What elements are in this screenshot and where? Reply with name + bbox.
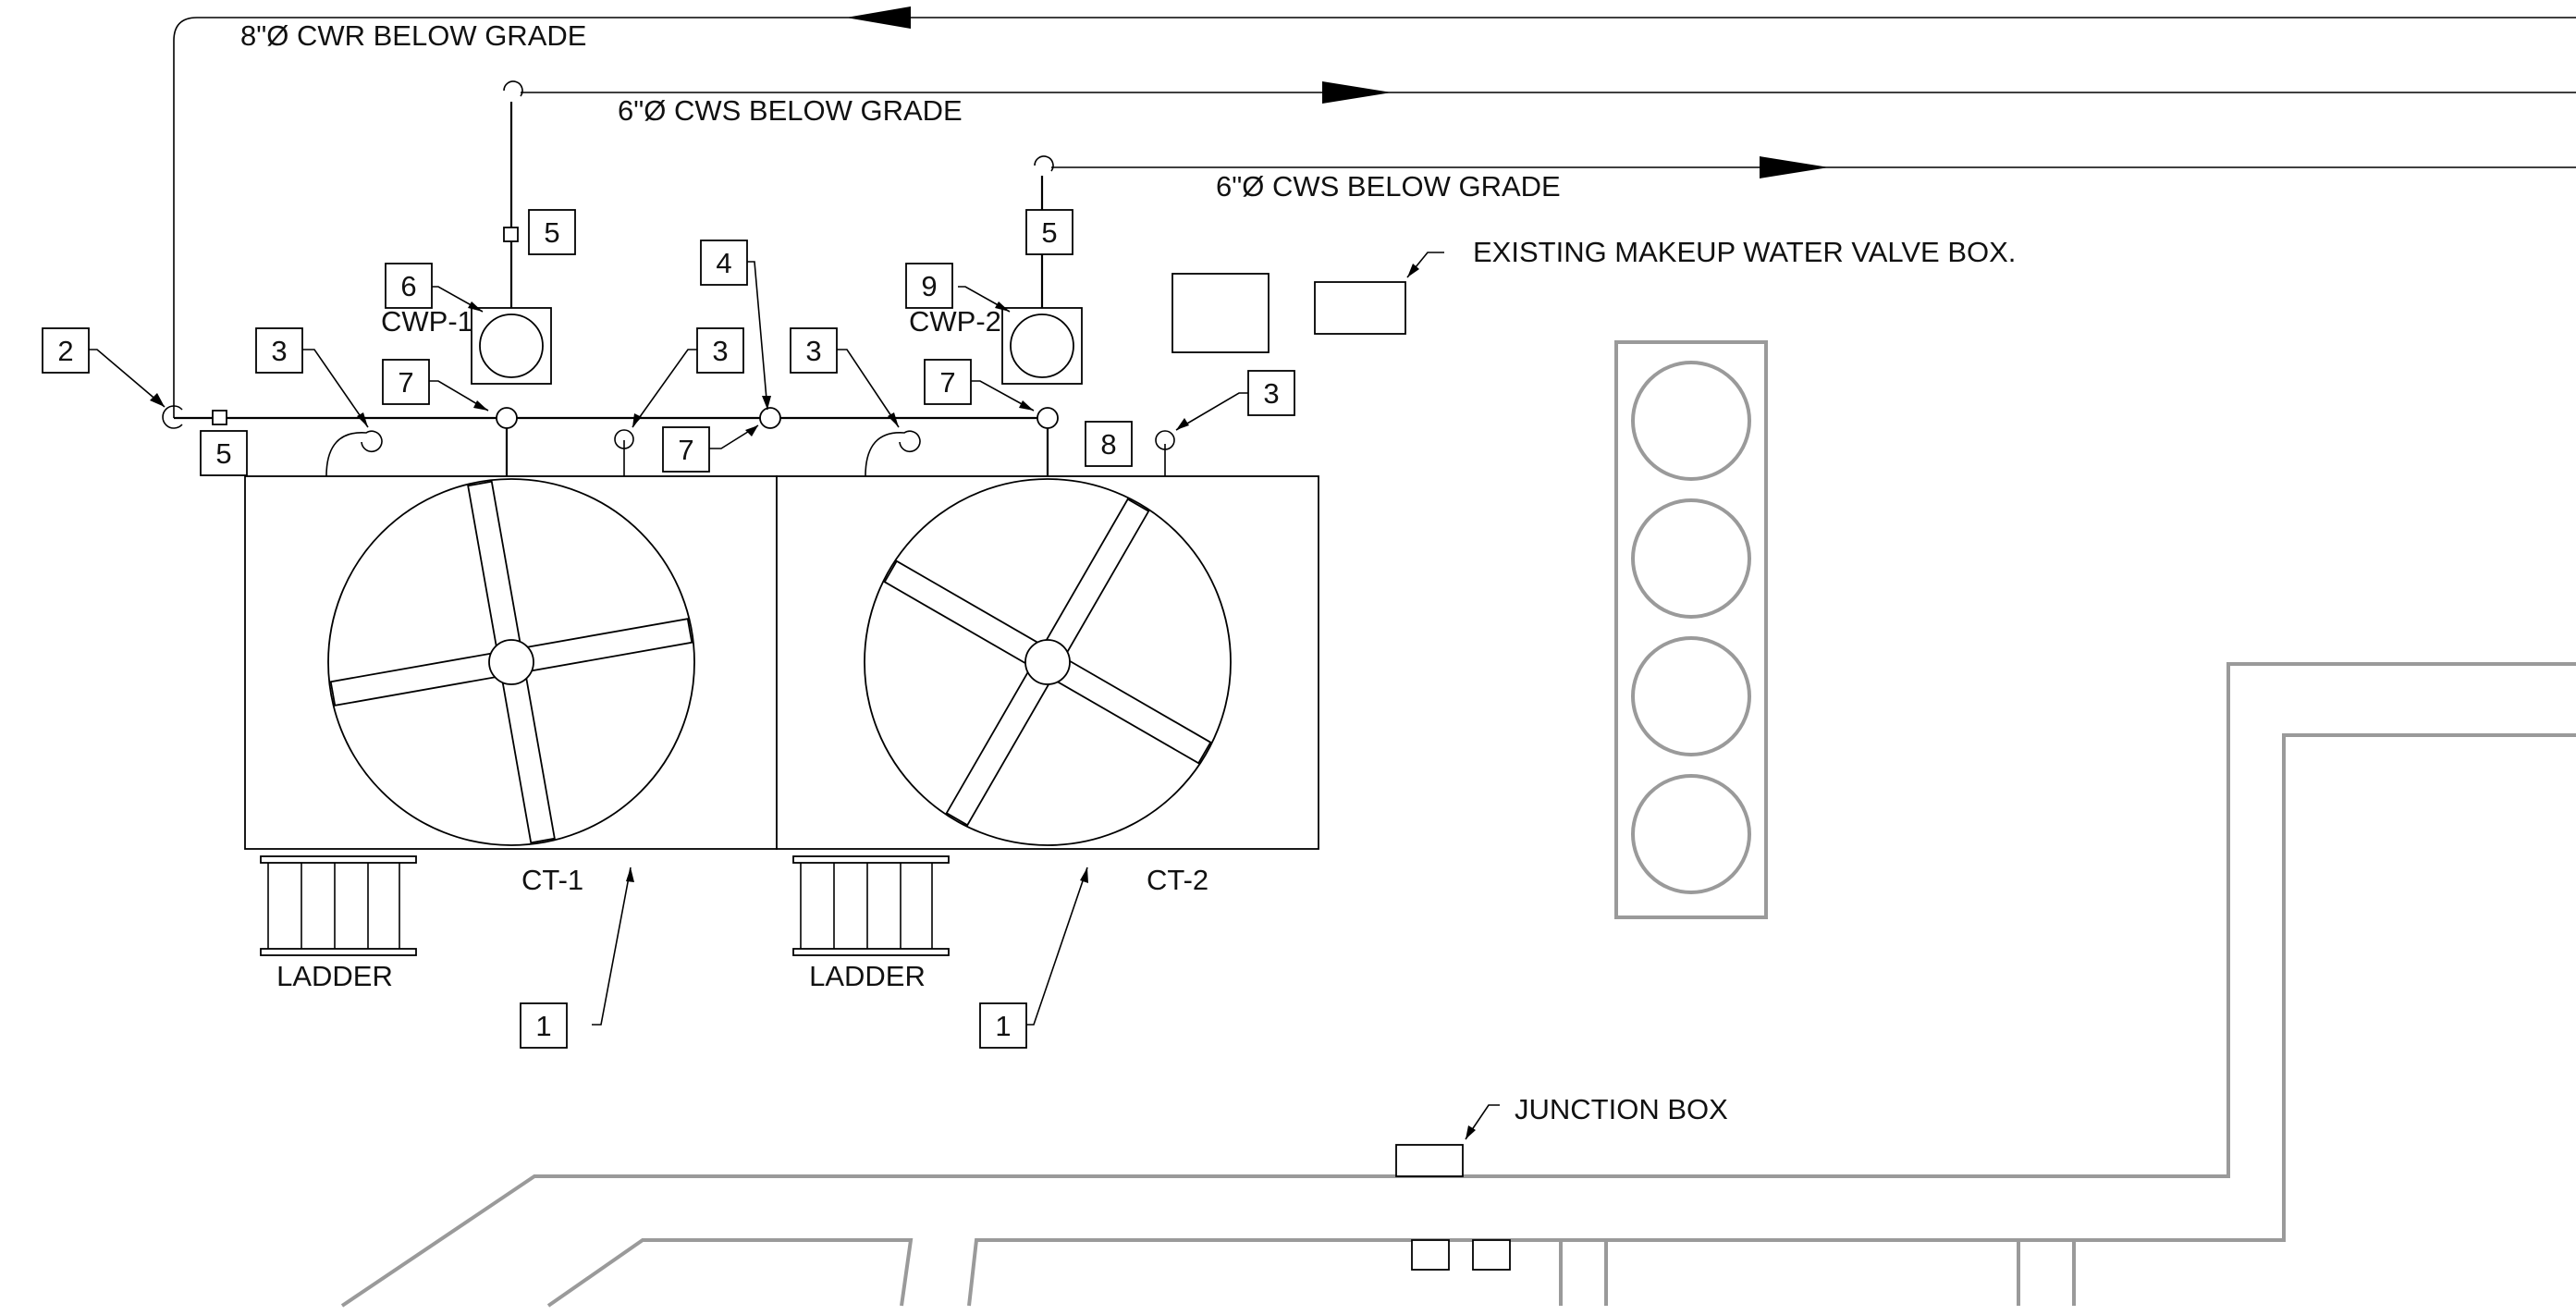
pump-cwp-1-casing xyxy=(479,313,544,378)
ladder-1-label: LADDER xyxy=(276,960,393,992)
branch-hook-1 xyxy=(325,430,383,477)
keynote-7-c: 7 xyxy=(939,366,955,399)
keynote-7-a: 7 xyxy=(398,366,413,399)
tee-fitting-1 xyxy=(496,407,518,429)
existing-curb-line-outer xyxy=(340,662,2576,1308)
small-box-1 xyxy=(1411,1239,1450,1271)
keynote-1-b: 1 xyxy=(995,1010,1011,1042)
equipment-pad-box xyxy=(1171,273,1270,353)
tee-fitting-2 xyxy=(759,407,781,429)
header-end-elbow xyxy=(162,405,183,429)
existing-tank-4 xyxy=(1631,774,1751,894)
pump-cwp-2 xyxy=(1001,307,1083,385)
ct-1-label: CT-1 xyxy=(521,864,583,896)
existing-curb-line-right xyxy=(967,733,2576,1307)
keynote-6: 6 xyxy=(400,270,416,302)
existing-tank-rack xyxy=(1614,340,1768,919)
existing-site-features xyxy=(340,340,2576,1308)
keynote-4: 4 xyxy=(716,247,731,279)
cooling-tower-ct-2 xyxy=(776,475,1319,850)
keynote-3-b: 3 xyxy=(712,335,728,367)
keynote-1-a: 1 xyxy=(535,1010,551,1042)
branch-hook-2 xyxy=(865,430,921,477)
small-box-2 xyxy=(1472,1239,1511,1271)
valve-cws-1 xyxy=(503,227,519,242)
cws-1-pipe-label: 6"Ø CWS BELOW GRADE xyxy=(618,94,963,127)
cws-1-elbow xyxy=(503,80,523,97)
makeup-water-valve-box xyxy=(1314,281,1406,335)
junction-box-note: JUNCTION BOX xyxy=(1515,1093,1728,1125)
ct-2-label: CT-2 xyxy=(1147,864,1208,896)
cwr-pipe-label: 8"Ø CWR BELOW GRADE xyxy=(240,19,586,52)
keynote-3-d: 3 xyxy=(1263,377,1279,410)
cws-2-elbow xyxy=(1034,155,1054,172)
junction-box xyxy=(1395,1144,1464,1177)
keynote-5-b: 5 xyxy=(544,216,559,249)
keynote-3-a: 3 xyxy=(271,335,287,367)
makeup-valve-note: EXISTING MAKEUP WATER VALVE BOX. xyxy=(1473,236,2016,268)
existing-tank-1 xyxy=(1631,361,1751,481)
tee-fitting-3 xyxy=(1037,407,1059,429)
cwr-flow-arrow xyxy=(846,6,911,29)
existing-curb-line-inner xyxy=(546,1238,914,1308)
pump-cwp-2-casing xyxy=(1010,313,1074,378)
keynote-5-a: 5 xyxy=(215,437,231,470)
ct-1-fan-hub xyxy=(488,639,534,685)
keynote-5-c: 5 xyxy=(1041,216,1057,249)
ladder-2-label: LADDER xyxy=(809,960,926,992)
cwp-1-label: CWP-1 xyxy=(381,305,473,338)
pump-cwp-1 xyxy=(471,307,552,385)
cws-2-flow-arrow xyxy=(1760,156,1829,178)
keynote-3-c: 3 xyxy=(805,335,821,367)
cwp-2-label: CWP-2 xyxy=(909,305,1001,338)
chilled-water-piping xyxy=(162,6,2576,477)
keynote-7-b: 7 xyxy=(678,434,693,466)
ladder-2 xyxy=(792,855,950,956)
keynote-tags: 2 3 6 7 5 5 3 4 7 3 7 5 9 8 3 1 1 xyxy=(42,209,1295,1049)
keynote-8: 8 xyxy=(1100,428,1116,461)
keynote-9: 9 xyxy=(921,270,937,302)
cooling-tower-ct-1 xyxy=(244,475,778,850)
valve-cwr xyxy=(212,410,227,425)
cwr-pipe xyxy=(173,17,2576,418)
leader-arrowheads xyxy=(150,264,1476,1139)
ladder-1 xyxy=(260,855,417,956)
cws-2-pipe-label: 6"Ø CWS BELOW GRADE xyxy=(1216,170,1561,203)
ct-2-fan-hub xyxy=(1024,639,1071,685)
leader-lines xyxy=(89,252,1500,1140)
existing-tank-3 xyxy=(1631,636,1751,756)
existing-tank-2 xyxy=(1631,498,1751,619)
cws-1-flow-arrow xyxy=(1322,81,1392,104)
keynote-2: 2 xyxy=(57,335,73,367)
